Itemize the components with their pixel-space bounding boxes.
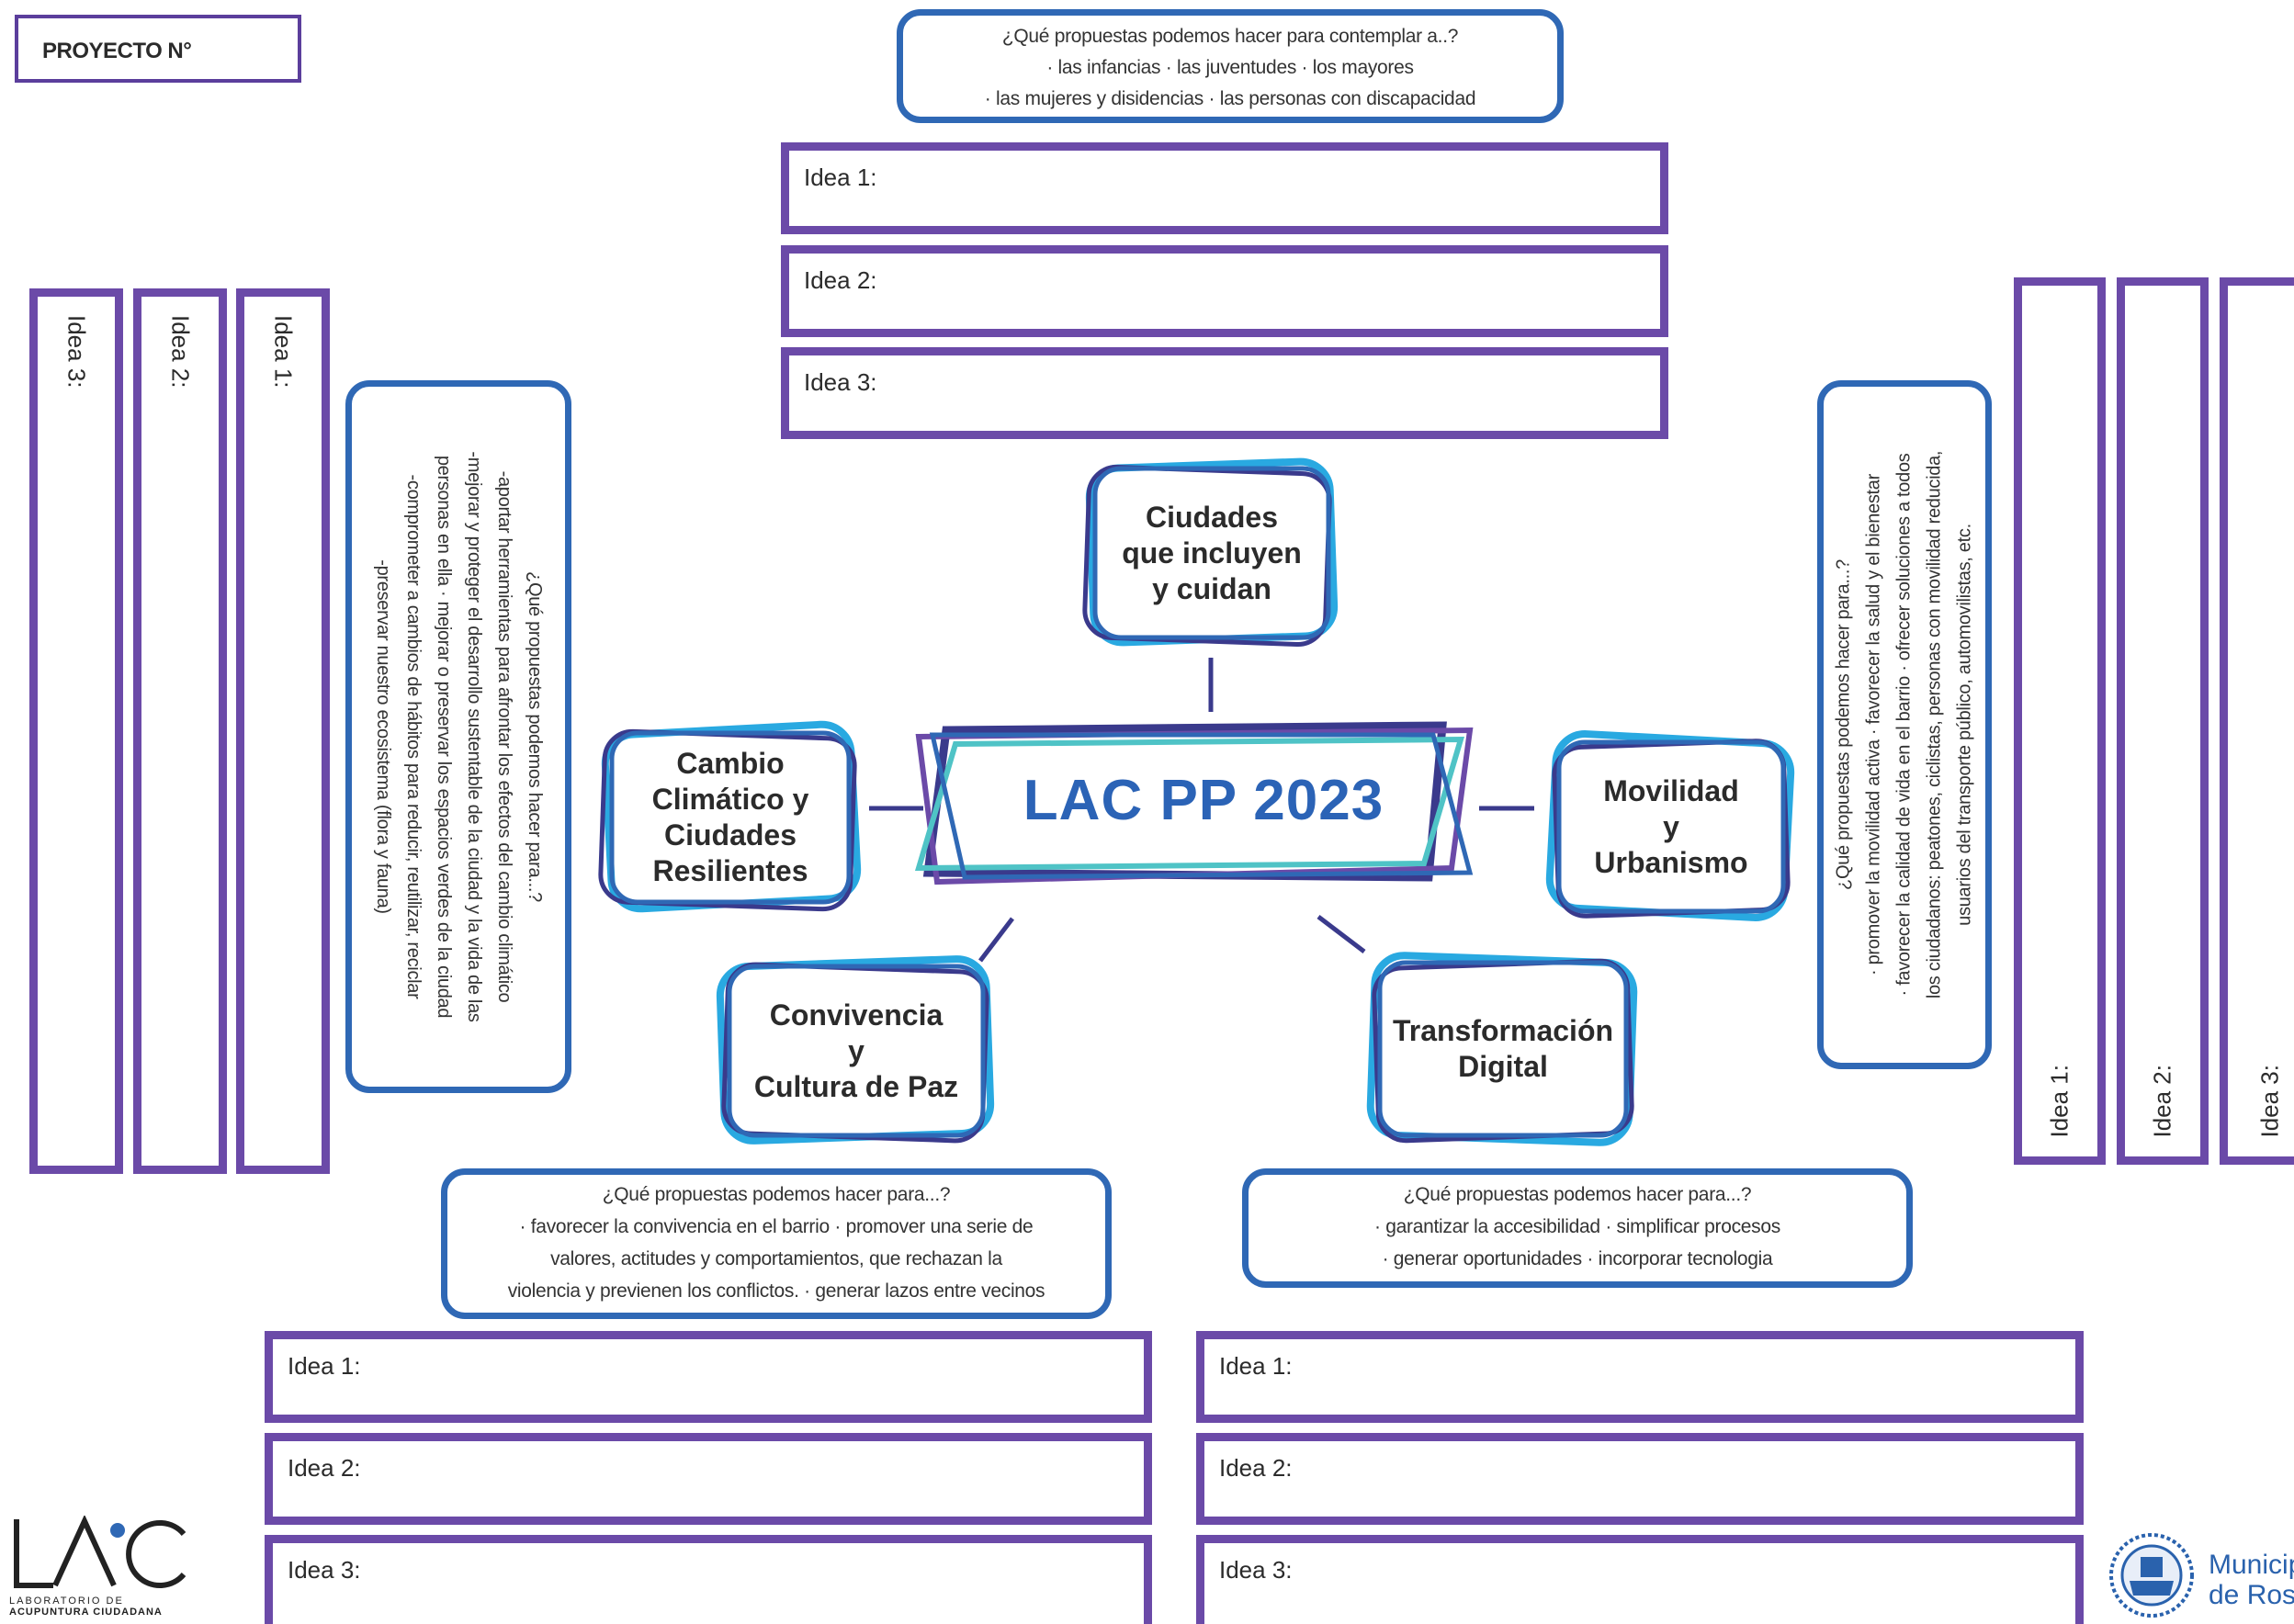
- topic-cambio-climatico: Cambio Climático y Ciudades Resilientes: [651, 747, 809, 887]
- idea-field-top-2[interactable]: Idea 2:: [781, 245, 1668, 337]
- connectors: [869, 658, 1534, 963]
- idea-field-bottom-right-3[interactable]: Idea 3:: [1196, 1535, 2084, 1624]
- idea-label: Idea 1:: [804, 164, 877, 191]
- question-line: usuarios del transporte público, automov…: [1954, 524, 1975, 926]
- center-banner-frame: [914, 721, 1474, 885]
- question-line: -mejorar y proteger el desarrollo susten…: [464, 451, 484, 1022]
- project-number-field[interactable]: PROYECTO N°: [15, 15, 301, 83]
- question-line: ¿Qué propuestas podemos hacer para...?: [1403, 1184, 1752, 1205]
- question-line: · favorecer la calidad de vida en el bar…: [1893, 453, 1915, 997]
- idea-label: Idea 3:: [2255, 1065, 2283, 1138]
- lac-logo-mark: [14, 1514, 186, 1588]
- question-text-right: ¿Qué propuestas podemos hacer para...? ·…: [1829, 451, 1981, 998]
- question-box-bottom-left: ¿Qué propuestas podemos hacer para...? ·…: [441, 1168, 1112, 1319]
- municipality-logo: Municip de Rosa: [2106, 1529, 2294, 1624]
- idea-field-bottom-left-3[interactable]: Idea 3:: [265, 1535, 1152, 1624]
- idea-field-right-1[interactable]: Idea 1:: [2014, 277, 2106, 1165]
- idea-label: Idea 2:: [288, 1454, 361, 1482]
- idea-label: Idea 2:: [2148, 1065, 2176, 1138]
- question-box-bottom-right: ¿Qué propuestas podemos hacer para...? ·…: [1242, 1168, 1913, 1288]
- topic-convivencia-cultura-paz: Convivencia y Cultura de Paz: [753, 998, 959, 1103]
- idea-label: Idea 3:: [1219, 1556, 1293, 1584]
- question-line: los ciudadanos: peatones, ciclistas, per…: [1924, 450, 1945, 999]
- idea-label: Idea 1:: [2045, 1065, 2074, 1138]
- idea-field-left-1[interactable]: Idea 1:: [236, 288, 330, 1174]
- question-line: -comprometer a cambios de hábitos para r…: [403, 474, 424, 999]
- municipality-line-2: de Rosa: [2209, 1580, 2294, 1610]
- topic-ciudades-que-incluyen: Ciudades que incluyen y cuidan: [1122, 500, 1302, 605]
- topic-frame-convivencia: [716, 955, 995, 1145]
- idea-field-left-2[interactable]: Idea 2:: [133, 288, 227, 1174]
- idea-label: Idea 2:: [1219, 1454, 1293, 1482]
- question-line: · las mujeres y disidencias · las person…: [984, 88, 1476, 109]
- question-line: ¿Qué propuestas podemos hacer para conte…: [1001, 26, 1459, 47]
- question-line: · generar oportunidades · incorporar tec…: [1382, 1248, 1773, 1269]
- idea-label: Idea 3:: [288, 1556, 361, 1584]
- topic-movilidad-urbanismo: Movilidad y Urbanismo: [1594, 773, 1748, 879]
- question-line: valores, actitudes y comportamientos, qu…: [550, 1248, 1002, 1269]
- idea-label: Idea 2:: [166, 315, 195, 389]
- question-line: -preservar nuestro ecosistema (flora y f…: [373, 559, 393, 914]
- question-line: ¿Qué propuestas podemos hacer para...?: [1833, 559, 1854, 890]
- question-line: ¿Qué propuestas podemos hacer para...?: [525, 571, 545, 902]
- idea-label: Idea 2:: [804, 266, 877, 294]
- question-line: violencia y previenen los conflictos. · …: [507, 1280, 1045, 1302]
- lac-logo: LABORATORIO DE ACUPUNTURA CIUDADANA: [9, 1514, 193, 1621]
- idea-label: Idea 3:: [62, 315, 91, 389]
- idea-field-bottom-right-1[interactable]: Idea 1:: [1196, 1331, 2084, 1423]
- question-box-right: ¿Qué propuestas podemos hacer para...? ·…: [1817, 380, 1992, 1069]
- question-line: · promover la movilidad activa · favorec…: [1863, 473, 1884, 976]
- idea-field-top-3[interactable]: Idea 3:: [781, 347, 1668, 439]
- question-line: personas en ella · mejorar o preservar l…: [434, 455, 454, 1019]
- idea-label: Idea 3:: [804, 368, 877, 396]
- topic-frame-climatico: [598, 720, 862, 913]
- idea-label: Idea 1:: [1219, 1352, 1293, 1380]
- lac-logo-line-1: LABORATORIO DE: [9, 1596, 124, 1607]
- topic-frame-incluyen: [1082, 457, 1339, 647]
- center-title: LAC PP 2023: [1023, 769, 1384, 832]
- idea-field-top-1[interactable]: Idea 1:: [781, 142, 1668, 234]
- question-line: ¿Qué propuestas podemos hacer para...?: [602, 1184, 951, 1205]
- municipality-line-1: Municip: [2209, 1550, 2294, 1580]
- idea-field-left-3[interactable]: Idea 3:: [29, 288, 123, 1174]
- idea-label: Idea 1:: [269, 315, 298, 389]
- question-line: · garantizar la accesibilidad · simplifi…: [1374, 1216, 1780, 1237]
- idea-label: Idea 1:: [288, 1352, 361, 1380]
- question-line: · favorecer la convivencia en el barrio …: [519, 1216, 1034, 1237]
- municipality-seal-icon: [2109, 1533, 2194, 1618]
- question-line: · las infancias · las juventudes · los m…: [1046, 57, 1414, 78]
- idea-field-bottom-left-1[interactable]: Idea 1:: [265, 1331, 1152, 1423]
- question-line: -aportar herramientas para afrontar los …: [494, 470, 514, 1003]
- question-box-left: ¿Qué propuestas podemos hacer para...? -…: [345, 380, 571, 1093]
- question-box-top: ¿Qué propuestas podemos hacer para conte…: [897, 9, 1564, 123]
- topic-frame-digital: [1366, 952, 1638, 1146]
- topic-frame-movilidad: [1545, 730, 1795, 921]
- question-text-left: ¿Qué propuestas podemos hacer para...? -…: [367, 451, 549, 1021]
- idea-field-right-2[interactable]: Idea 2:: [2117, 277, 2209, 1165]
- idea-field-bottom-right-2[interactable]: Idea 2:: [1196, 1433, 2084, 1525]
- topic-transformacion-digital: Transformación Digital: [1392, 1014, 1614, 1083]
- idea-field-bottom-left-2[interactable]: Idea 2:: [265, 1433, 1152, 1525]
- lac-logo-line-2: ACUPUNTURA CIUDADANA: [9, 1607, 163, 1618]
- municipality-name: Municip de Rosa: [2209, 1550, 2294, 1610]
- idea-field-right-3[interactable]: Idea 3:: [2220, 277, 2294, 1165]
